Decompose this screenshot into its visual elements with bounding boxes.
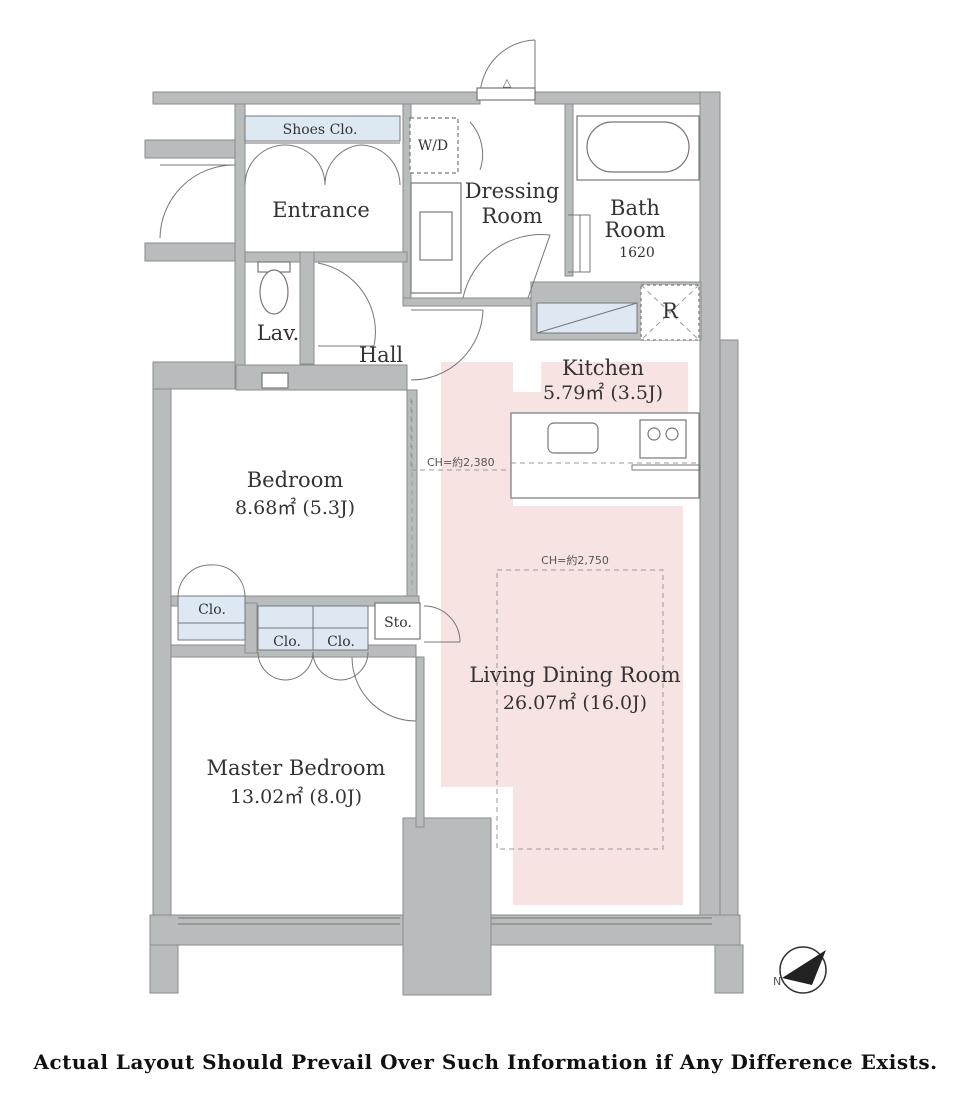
hall-door <box>410 309 484 381</box>
disclaimer-text: Actual Layout Should Prevail Over Such I… <box>33 1050 938 1074</box>
wd-label: W/D <box>418 138 448 154</box>
master-door <box>351 656 417 722</box>
storage-label: Sto. <box>384 615 412 631</box>
master-closet-label-1: Clo. <box>273 634 301 650</box>
shoes-closet-label: Shoes Clo. <box>283 122 358 138</box>
svg-text:△: △ <box>503 76 512 89</box>
bedroom-closet-label: Clo. <box>198 602 226 618</box>
bath-label-1: Bath <box>610 196 660 220</box>
living-area-label: 26.07㎡ (16.0J) <box>503 691 647 714</box>
bath-size-label: 1620 <box>619 245 655 261</box>
master-label: Master Bedroom <box>207 756 386 780</box>
bedroom-area-label: 8.68㎡ (5.3J) <box>235 496 355 519</box>
lav-label: Lav. <box>257 321 300 345</box>
toilet <box>257 261 291 389</box>
floor-plan: △ Shoes Clo. W/D <box>144 39 827 996</box>
kitchen-counter <box>510 412 701 499</box>
dressing-door <box>462 234 551 299</box>
compass-north-letter: N <box>773 975 781 988</box>
living-ceiling-height: CH=約2,750 <box>541 553 609 567</box>
living-highlight <box>441 362 688 905</box>
kitchen-label: Kitchen <box>562 356 644 380</box>
bath-door <box>568 214 591 273</box>
lav-door <box>317 262 376 347</box>
bedroom-closet <box>177 564 246 641</box>
refrigerator-space <box>640 284 700 341</box>
kitchen-ceiling-height: CH=約2,380 <box>427 455 495 469</box>
master-closets <box>257 605 369 681</box>
hall-label: Hall <box>359 343 404 367</box>
kitchen-area-label: 5.79㎡ (3.5J) <box>543 381 663 404</box>
dressing-label-1: Dressing <box>465 179 560 203</box>
bathtub <box>576 115 700 181</box>
balcony-windows <box>178 917 712 925</box>
entrance-door <box>159 164 236 239</box>
storage <box>374 602 461 643</box>
master-area-label: 13.02㎡ (8.0J) <box>230 785 362 808</box>
refrigerator-label: R <box>662 299 679 323</box>
bath-label-2: Room <box>604 218 665 242</box>
kitchen-shelf <box>536 302 638 334</box>
shoes-closet: Shoes Clo. <box>244 115 401 186</box>
compass-icon: N <box>773 946 827 994</box>
outer-walls <box>144 91 744 996</box>
dressing-entry-door: △ <box>476 39 536 101</box>
entrance-label: Entrance <box>272 198 370 222</box>
living-label: Living Dining Room <box>469 663 680 687</box>
dressing-label-2: Room <box>481 204 542 228</box>
washer-dryer: W/D <box>409 117 484 174</box>
master-closet-label-2: Clo. <box>327 634 355 650</box>
bedroom-label: Bedroom <box>247 468 344 492</box>
dressing-basin <box>410 182 462 294</box>
